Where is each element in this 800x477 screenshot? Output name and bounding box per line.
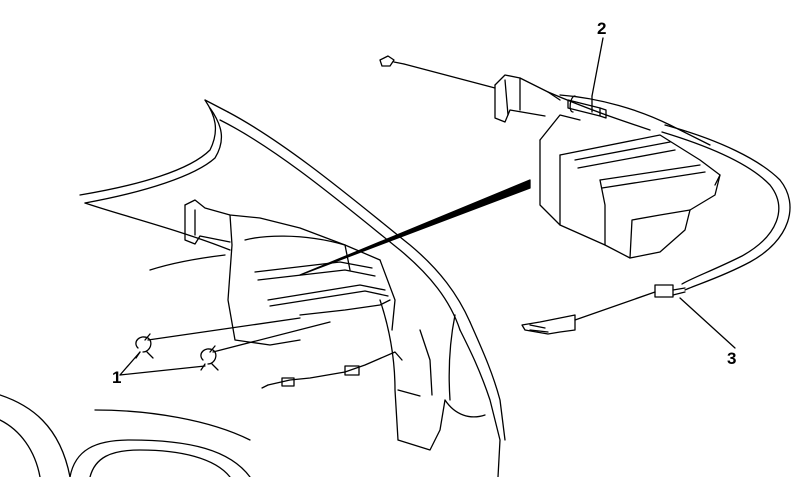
tray-detail [494, 74, 721, 259]
callout-1-clips: 1 [112, 368, 122, 387]
callout-3-cable: 3 [727, 349, 737, 368]
cable [521, 124, 791, 335]
upper-clip [379, 55, 496, 89]
leader-arrow [299, 179, 531, 276]
bolt [567, 95, 607, 119]
harness-installed [261, 351, 403, 389]
clip-lower [200, 345, 219, 371]
tray-installed [184, 199, 396, 346]
bolt-leader-line [591, 37, 604, 97]
car-body [0, 99, 506, 477]
cable-leader-line [679, 297, 736, 349]
clip-leader-lines [119, 317, 331, 376]
callout-2-bolt: 2 [597, 19, 607, 38]
